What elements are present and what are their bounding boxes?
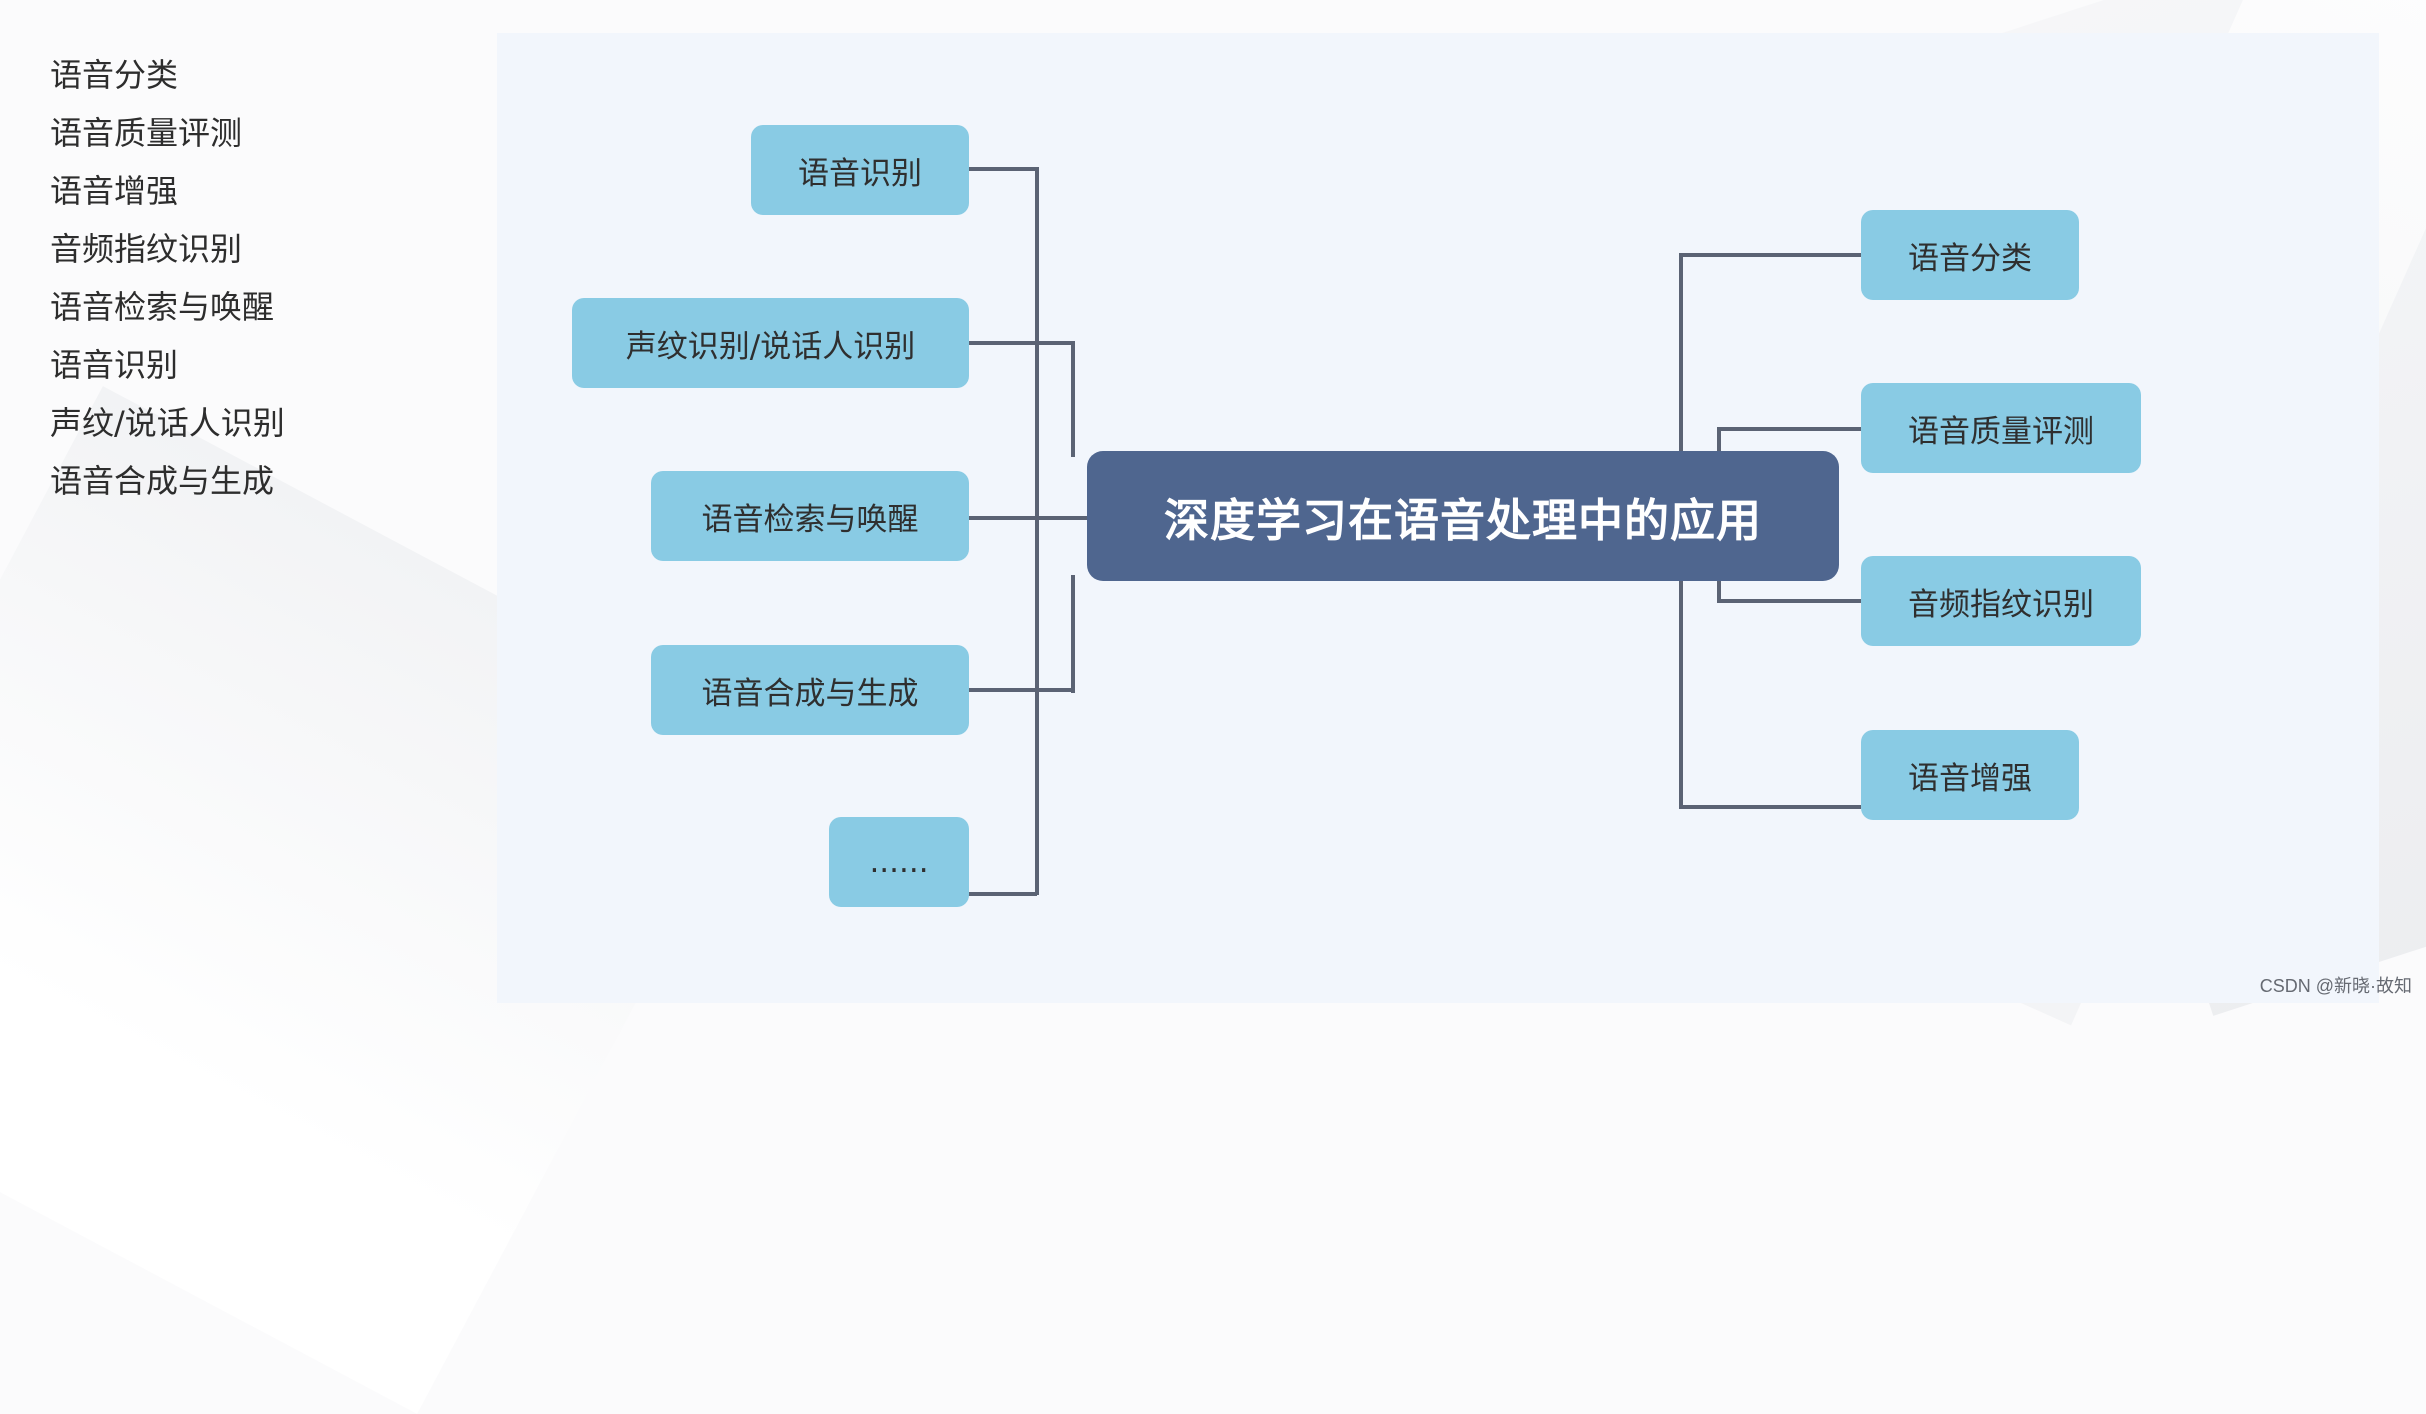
mind-map-panel: 语音识别 声纹识别/说话人识别 语音检索与唤醒 语音合成与生成 ...... 深… xyxy=(497,33,2379,1003)
node-speech-recognition: 语音识别 xyxy=(751,125,969,215)
node-more: ...... xyxy=(829,817,969,907)
connector-line xyxy=(967,167,1035,171)
connector-line xyxy=(1035,167,1039,895)
watermark: CSDN @新晓·故知 xyxy=(2259,976,2412,996)
connector-line xyxy=(1717,599,1861,603)
node-speech-synthesis: 语音合成与生成 xyxy=(651,645,969,735)
connector-line xyxy=(967,688,1075,692)
connector-line xyxy=(967,516,1119,520)
connector-line xyxy=(1071,575,1075,693)
node-speech-classification: 语音分类 xyxy=(1861,210,2079,300)
topic-item: 语音增强 xyxy=(50,172,179,210)
node-audio-fingerprint: 音频指纹识别 xyxy=(1861,556,2141,646)
node-speech-quality-evaluation: 语音质量评测 xyxy=(1861,383,2141,473)
connector-line xyxy=(967,892,1037,896)
topic-item: 语音合成与生成 xyxy=(50,462,275,500)
topic-item: 语音检索与唤醒 xyxy=(50,288,275,326)
topic-item: 语音质量评测 xyxy=(50,114,243,152)
connector-line xyxy=(1071,341,1075,457)
center-node: 深度学习在语音处理中的应用 xyxy=(1087,451,1839,581)
connector-line xyxy=(1679,805,1861,809)
connector-line xyxy=(967,341,1071,345)
topic-item: 语音分类 xyxy=(50,56,179,94)
topic-list: 语音分类 语音质量评测 语音增强 音频指纹识别 语音检索与唤醒 语音识别 声纹/… xyxy=(50,46,285,510)
topic-item: 声纹/说话人识别 xyxy=(50,404,285,442)
topic-item: 音频指纹识别 xyxy=(50,230,243,268)
connector-line xyxy=(1679,253,1861,257)
node-voiceprint-recognition: 声纹识别/说话人识别 xyxy=(572,298,969,388)
topic-item: 语音识别 xyxy=(50,346,179,384)
node-speech-retrieval-wakeup: 语音检索与唤醒 xyxy=(651,471,969,561)
node-speech-enhancement: 语音增强 xyxy=(1861,730,2079,820)
connector-line xyxy=(1717,427,1861,431)
